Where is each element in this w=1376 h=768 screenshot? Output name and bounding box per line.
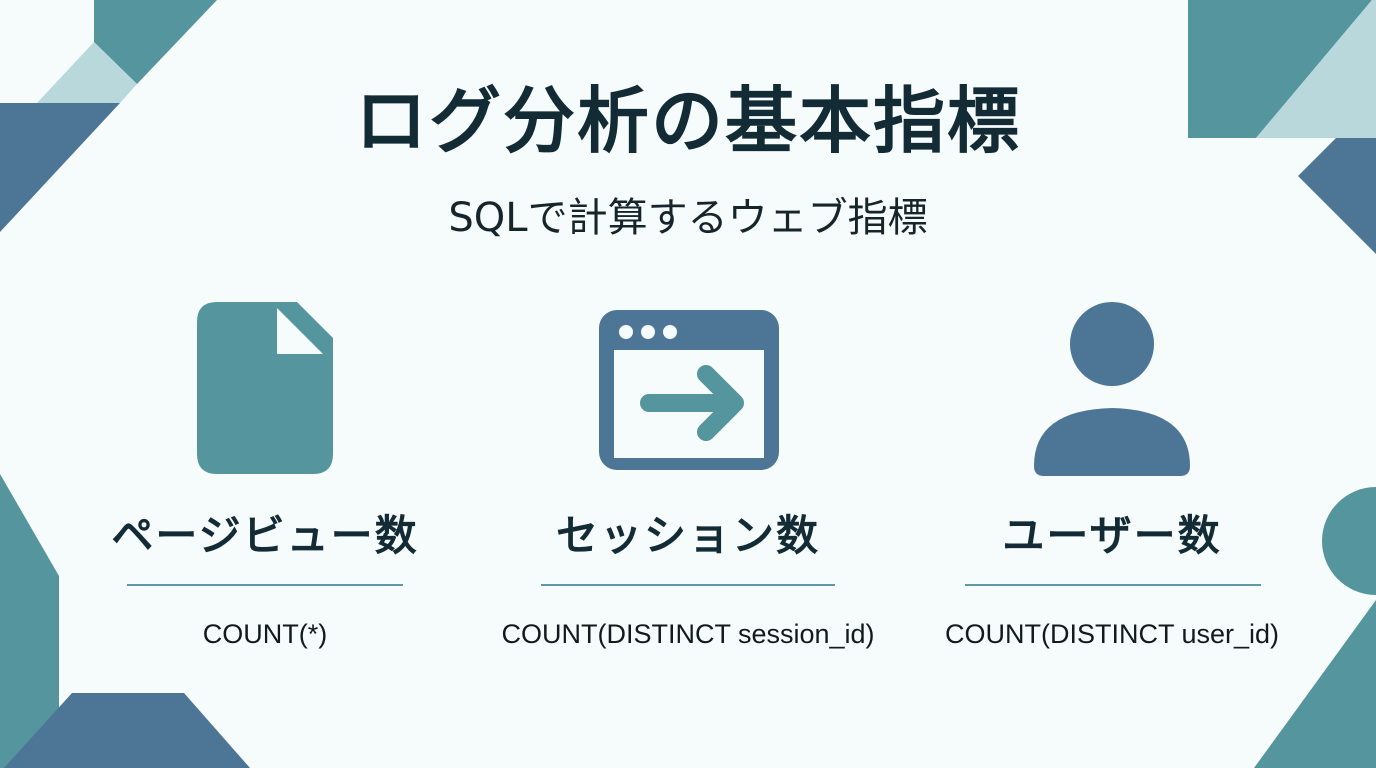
user-icon [1034, 302, 1190, 476]
divider-rule [965, 584, 1261, 586]
right-teal-circle [1322, 487, 1376, 595]
metric-label: ページビュー数 [111, 511, 419, 560]
divider-rule [127, 584, 403, 586]
document-icon [197, 302, 333, 474]
metric-card-pageviews: ページビュー数 COUNT(*) [65, 296, 465, 666]
slide-subtitle: SQLで計算するウェブ指標 [448, 195, 928, 241]
metric-formula: COUNT(DISTINCT user_id) [944, 619, 1280, 649]
metric-label: セッション数 [555, 511, 820, 560]
bottom-left-blue-shape [4, 693, 250, 768]
metric-card-sessions: セッション数 COUNT(DISTINCT session_id) [488, 296, 888, 666]
metric-formula: COUNT(*) [202, 619, 328, 649]
top-left-teal-shape [94, 0, 217, 84]
browser-window-arrow-icon [599, 310, 779, 470]
metric-card-users: ユーザー数 COUNT(DISTINCT user_id) [912, 296, 1312, 666]
metric-label: ユーザー数 [1002, 511, 1222, 560]
divider-rule [541, 584, 835, 586]
metric-formula: COUNT(DISTINCT session_id) [501, 619, 875, 649]
slide-title: ログ分析の基本指標 [354, 79, 1021, 163]
